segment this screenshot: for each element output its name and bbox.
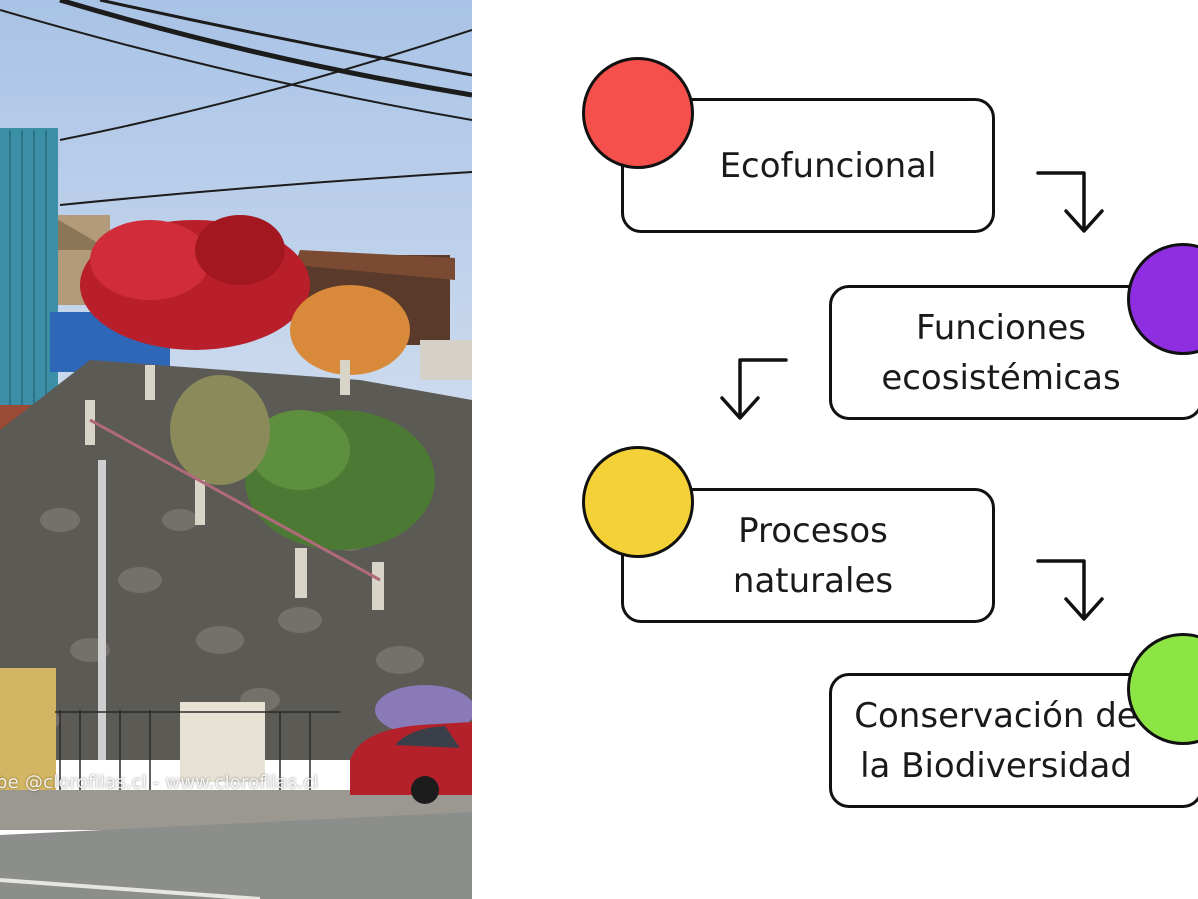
step-box-ecofuncional: Ecofuncional bbox=[621, 98, 995, 233]
street bbox=[0, 812, 472, 899]
step-label-line: ecosistémicas bbox=[881, 357, 1121, 398]
arrow-right-down-icon bbox=[1036, 171, 1104, 233]
white-panel bbox=[180, 702, 265, 782]
step-label-line: naturales bbox=[732, 560, 894, 601]
step-label-line: Funciones bbox=[916, 307, 1086, 348]
street-photo: be @clorofilas.cl - www.clorofilas.cl bbox=[0, 0, 472, 899]
step-label-line: Conservación de bbox=[854, 695, 1138, 736]
step-label-line: la Biodiversidad bbox=[860, 745, 1132, 786]
step-circle-red bbox=[582, 57, 694, 169]
power-lines bbox=[0, 0, 472, 206]
step-circle-yellow bbox=[582, 446, 694, 558]
step-label-line: Ecofuncional bbox=[719, 145, 937, 186]
arrow-right-down-icon bbox=[1036, 559, 1104, 621]
process-diagram: Ecofuncional Funciones ecosistémicas Pro… bbox=[472, 0, 1198, 899]
step-box-conservacion-biodiversidad: Conservación de la Biodiversidad bbox=[829, 673, 1198, 808]
teal-building bbox=[0, 128, 58, 408]
yellow-wall bbox=[0, 668, 56, 798]
arrow-left-down-icon bbox=[720, 358, 788, 420]
step-label-line: Procesos bbox=[738, 510, 888, 551]
orange-tree bbox=[290, 285, 410, 375]
photo-credit: be @clorofilas.cl - www.clorofilas.cl bbox=[0, 772, 319, 793]
street-photo-illustration bbox=[0, 0, 472, 899]
